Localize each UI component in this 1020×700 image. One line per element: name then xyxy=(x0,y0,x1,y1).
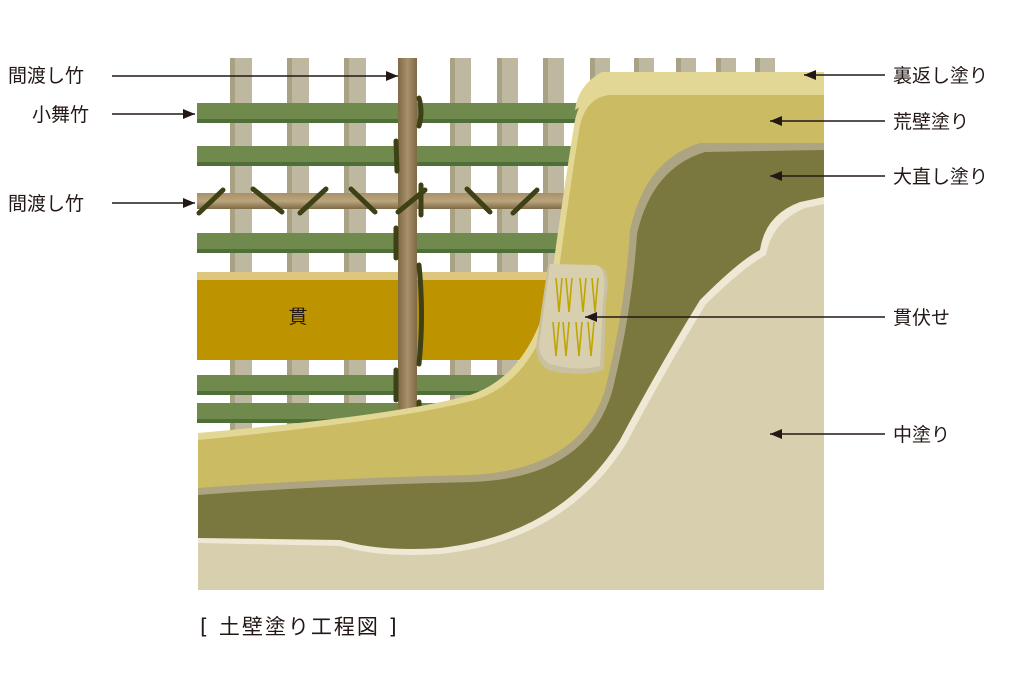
vertical-mawatashi-bamboo xyxy=(398,58,417,430)
horizontal-mawatashi-bamboo xyxy=(197,193,567,209)
label-middle-coat: 中塗り xyxy=(893,423,950,446)
horizontal-bamboo-lath xyxy=(197,103,587,423)
label-mawatashi-vertical: 間渡し竹 xyxy=(8,65,84,87)
nuki-buse-patch xyxy=(536,264,608,374)
label-mawatashi-horizontal: 間渡し竹 xyxy=(8,193,84,215)
beam-label: 貫 xyxy=(288,306,307,328)
diagram-caption: [ 土壁塗り工程図 ] xyxy=(200,615,399,639)
nuki-beam: 貫 xyxy=(197,272,557,360)
label-back-coat: 裏返し塗り xyxy=(893,64,988,87)
leader-arrows xyxy=(112,70,885,439)
rope-ties xyxy=(196,95,540,415)
label-correction-coat: 大直し塗り xyxy=(893,165,988,188)
label-nuki-buse: 貫伏せ xyxy=(893,307,950,329)
label-rough-coat: 荒壁塗り xyxy=(893,110,969,133)
label-komai-dake: 小舞竹 xyxy=(32,104,89,126)
